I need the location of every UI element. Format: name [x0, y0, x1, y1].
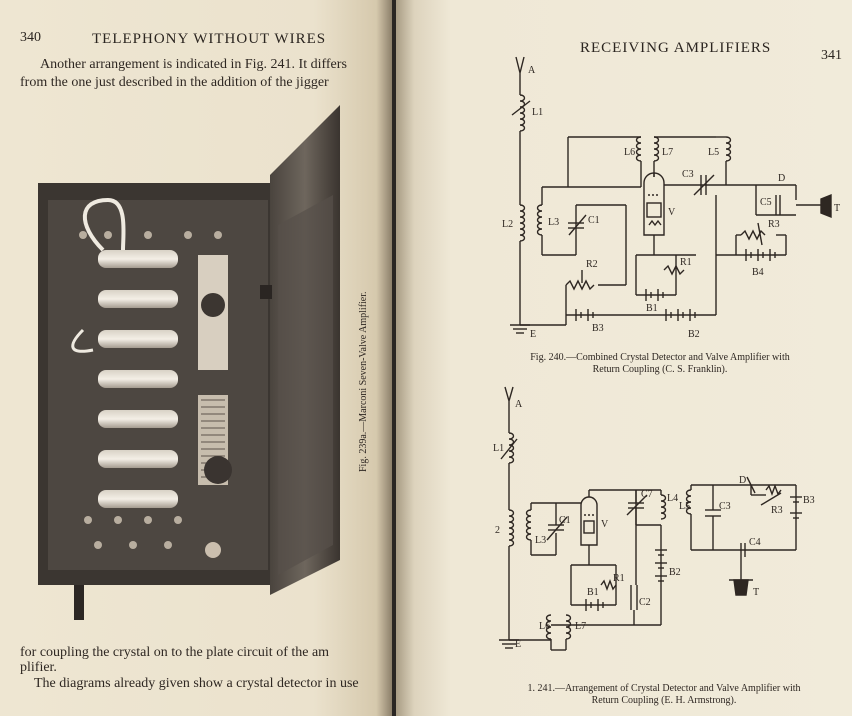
label-V: V	[668, 207, 676, 218]
label-C3: C3	[682, 169, 694, 180]
label-L2: L2	[502, 219, 513, 230]
label-B2: B2	[688, 329, 700, 340]
label-E: E	[530, 329, 536, 340]
paragraph-top-line2: from the one just described in the addit…	[20, 75, 329, 90]
label-L1: L1	[532, 107, 543, 118]
page-number: 341	[821, 48, 842, 63]
label-B4: B4	[752, 267, 764, 278]
label-L5: L5	[708, 147, 719, 158]
label-C7: C7	[641, 489, 653, 500]
label-B1: B1	[587, 587, 599, 598]
label-B1: B1	[646, 303, 658, 314]
amplifier-photo	[38, 105, 348, 620]
label-L2: 2	[495, 525, 500, 536]
label-T: T	[753, 587, 759, 598]
label-L7: L7	[575, 621, 586, 632]
label-C4: C4	[749, 537, 761, 548]
paragraph-bottom-line2: plifier.	[20, 660, 57, 675]
label-R3: R3	[768, 219, 780, 230]
fig240-circuit-diagram: A L1 L2 L3 L6 L7 L5 C1 C3 C5 D T V R1 R2…	[502, 56, 840, 340]
label-L6: L6	[539, 621, 550, 632]
label-C3: C3	[719, 501, 731, 512]
label-T: T	[834, 203, 840, 214]
figure-caption: Fig. 239a.—Marconi Seven-Valve Amplifier…	[358, 291, 369, 472]
running-head: TELEPHONY WITHOUT WIRES	[92, 31, 327, 47]
label-R2: R2	[586, 259, 598, 270]
label-C1: C1	[559, 515, 571, 526]
label-L7: L7	[662, 147, 673, 158]
label-R1: R1	[613, 573, 625, 584]
label-L4: L4	[667, 493, 678, 504]
label-A: A	[528, 65, 536, 76]
label-D: D	[778, 173, 785, 184]
paragraph-bottom-line3: The diagrams already given show a crysta…	[34, 676, 359, 691]
label-R1: R1	[680, 257, 692, 268]
label-V: V	[601, 519, 609, 530]
label-B2: B2	[669, 567, 681, 578]
label-C5: C5	[760, 197, 772, 208]
label-L5: L5	[679, 501, 690, 512]
label-B3: B3	[592, 323, 604, 334]
running-head: RECEIVING AMPLIFIERS	[580, 40, 772, 56]
label-R3: R3	[771, 505, 783, 516]
label-L3: L3	[548, 217, 559, 228]
label-E: E	[515, 639, 521, 650]
fig240-caption-line2: Return Coupling (C. S. Franklin).	[592, 364, 728, 375]
fig241-caption-line1: 1. 241.—Arrangement of Crystal Detector …	[527, 683, 801, 694]
paragraph-top-line1: Another arrangement is indicated in Fig.…	[40, 57, 347, 72]
label-L6: L6	[624, 147, 635, 158]
fig241-circuit-diagram: A L1 2 L3 C1 V R1 B1 C2 C7 L4 B2 L5 L6 L…	[493, 386, 815, 651]
fig241-caption-line2: Return Coupling (E. H. Armstrong).	[591, 695, 737, 706]
page-number: 340	[20, 30, 41, 45]
right-page: RECEIVING AMPLIFIERS 341	[396, 0, 852, 716]
label-B3: B3	[803, 495, 815, 506]
label-D: D	[739, 475, 746, 486]
label-C1: C1	[588, 215, 600, 226]
label-A: A	[515, 399, 523, 410]
fig240-caption-line1: Fig. 240.—Combined Crystal Detector and …	[530, 352, 790, 363]
label-L3: L3	[535, 535, 546, 546]
label-L1: L1	[493, 443, 504, 454]
paragraph-bottom-line1: for coupling the crystal on to the plate…	[20, 645, 330, 660]
label-C2: C2	[639, 597, 651, 608]
left-page: 340 TELEPHONY WITHOUT WIRES Another arra…	[0, 0, 392, 716]
